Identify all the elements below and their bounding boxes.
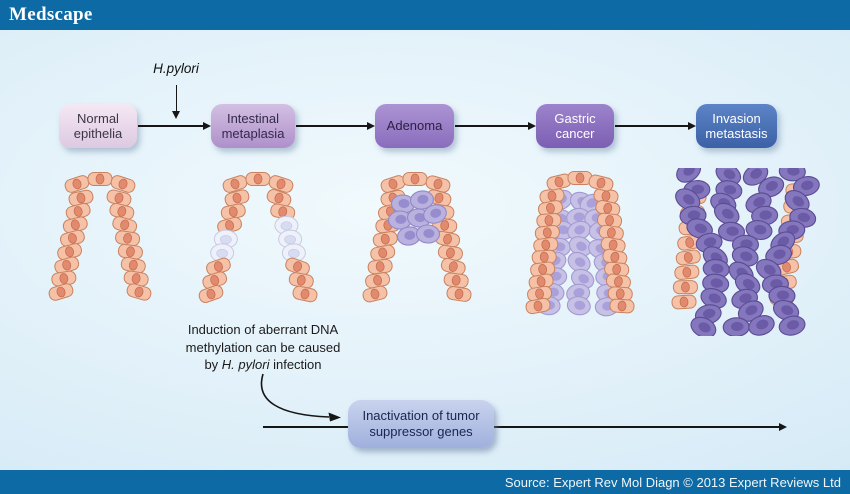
curved-arrow xyxy=(260,373,341,422)
stage-label: Intestinal xyxy=(226,110,280,126)
histology-normal-illustration xyxy=(25,168,175,336)
hpylori-label: H.pylori xyxy=(128,61,224,76)
annotation-line: by H. pylori infection xyxy=(150,356,376,374)
stage-box-invasion-metastasis: Invasion metastasis xyxy=(696,104,777,148)
stage-label: epithelia xyxy=(73,126,123,141)
inactivation-label: Inactivation of tumor xyxy=(362,408,480,423)
annotation-text: infection xyxy=(269,357,322,372)
footer-bar: Source: Expert Rev Mol Diagn © 2013 Expe… xyxy=(0,470,850,494)
histology-invasion-illustration xyxy=(670,160,820,339)
stage-box-adenoma: Adenoma xyxy=(375,104,454,148)
arrowhead-icon xyxy=(367,121,375,130)
stage-label: Adenoma xyxy=(386,118,443,134)
annotation-line: methylation can be caused xyxy=(185,339,341,355)
source-credit: Source: Expert Rev Mol Diagn © 2013 Expe… xyxy=(504,474,841,490)
arrow-normal-to-metaplasia xyxy=(138,125,204,127)
tumor-suppressor-axis-arrow xyxy=(263,426,780,428)
annotation-text: by xyxy=(204,357,222,372)
histology-metaplasia-illustration xyxy=(183,168,333,336)
arrowhead-icon xyxy=(779,422,787,431)
stage-label: Gastric xyxy=(554,110,596,126)
methylation-annotation: Induction of aberrant DNA methylation ca… xyxy=(150,321,376,374)
arrowhead-icon xyxy=(328,412,341,422)
medscape-logo: Medscape xyxy=(9,4,93,25)
stage-box-normal-epithelia: Normal epithelia xyxy=(59,104,137,148)
stage-label: Invasion xyxy=(712,110,761,126)
annotation-italic-text: H. pylori xyxy=(221,357,270,372)
inactivation-label: suppressor genes xyxy=(369,424,473,439)
arrow-metaplasia-to-adenoma xyxy=(296,125,367,127)
annotation-line: Induction of aberrant DNA xyxy=(187,322,339,337)
stage-box-gastric-cancer: Gastric cancer xyxy=(536,104,614,148)
inactivation-box: Inactivation of tumor suppressor genes xyxy=(348,400,494,448)
stage-label: Normal xyxy=(77,110,119,126)
hpylori-arrow-line xyxy=(175,85,178,112)
stage-label: metastasis xyxy=(705,126,768,141)
histology-adenoma-illustration xyxy=(343,168,493,336)
header-bar: Medscape xyxy=(0,0,850,30)
arrowhead-icon xyxy=(688,121,696,130)
arrowhead-icon xyxy=(203,121,211,130)
stage-box-intestinal-metaplasia: Intestinal metaplasia xyxy=(211,104,295,148)
arrow-adenoma-to-cancer xyxy=(455,125,528,127)
stage-label: metaplasia xyxy=(221,126,285,141)
hpylori-text: H.pylori xyxy=(153,61,199,76)
histology-carcinoma-illustration xyxy=(502,168,652,336)
arrow-cancer-to-invasion xyxy=(615,125,688,127)
hpylori-arrowhead-icon xyxy=(172,111,181,119)
stage-label: cancer xyxy=(555,126,595,141)
arrowhead-icon xyxy=(528,121,536,130)
